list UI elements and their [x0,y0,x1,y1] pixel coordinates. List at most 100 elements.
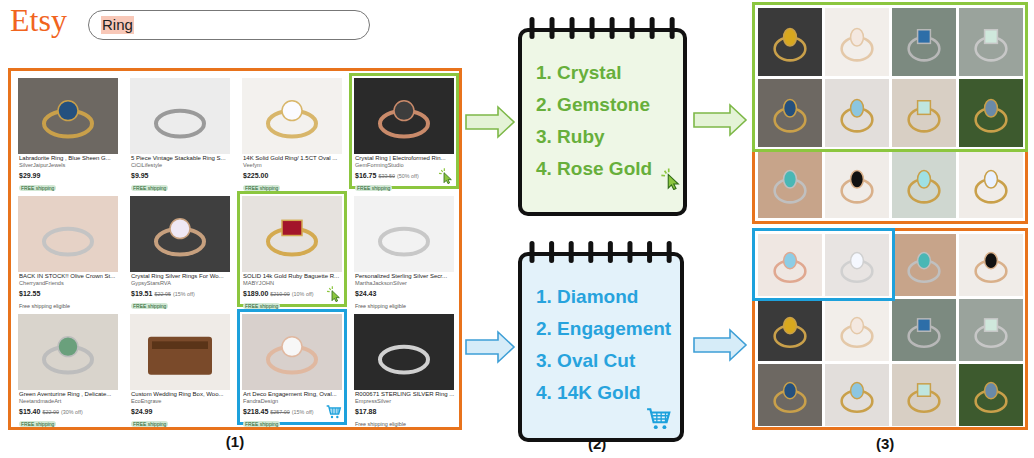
product-card: Art Deco Engagement Ring, Oval...FandraD… [237,309,347,425]
shipping-row: FREE shipping [131,181,230,192]
product-photo [18,314,118,390]
ring-photo [758,79,822,147]
product-title: 14K Solid Gold Ring/ 1.5CT Oval ... [243,155,342,162]
product-photo [130,314,230,390]
ring-photo [825,79,889,147]
shipping-note: Free shipping eligible [355,421,406,427]
product-info: Green Aventurine Ring , Delicate...Neeta… [19,391,118,427]
hollow-arrow [466,332,514,362]
ring-photo [758,299,822,361]
notebook-rings [518,17,687,43]
hollow-arrow [694,330,746,360]
ring-photo [892,364,956,426]
ring-photo [825,364,889,426]
shipping-row: FREE shipping [355,181,454,192]
price-row: $189.00$210.00(10% off) [243,287,342,299]
highlight-box [752,228,895,301]
product-photo [242,314,342,390]
product-title: Labradorite Ring , Blue Sheen G... [19,155,118,162]
price: $189.00 [243,290,268,297]
price: $17.88 [355,408,376,415]
notebook: 1. Diamond2. Engagement3. Oval Cut4. 14K… [518,252,684,442]
product-photo [130,78,230,154]
shipping-row: FREE shipping [243,417,342,428]
shipping-note: Free shipping eligible [19,303,70,309]
old-price: $33.50 [378,173,395,179]
product-photo [130,196,230,272]
product-card: Custom Wedding Ring Box, Woo...EcoEngrav… [125,309,235,425]
panel-number: (2) [588,435,606,452]
price: $9.95 [131,172,149,179]
panel-number: (3) [876,435,894,452]
notebook-rings [518,241,684,267]
price: $16.75 [355,172,376,179]
product-photo [18,196,118,272]
ring-photo [892,79,956,147]
price-row: $16.75$33.50(50% off) [355,169,454,181]
ring-photo [892,8,956,76]
product-photo [354,314,454,390]
product-card: 14K Solid Gold Ring/ 1.5CT Oval ...Veefy… [237,73,347,189]
price: $24.99 [131,408,152,415]
ring-photo [959,299,1023,361]
product-title: Personalized Sterling Silver Secr... [355,273,454,280]
price-row: $15.40$22.00(30% off) [19,405,118,417]
click-cursor [438,168,454,184]
price: $29.99 [19,172,40,179]
keyword-item: 3. Oval Cut [536,346,635,376]
product-card: Crystal Ring Silver Rings For Wo...Gypsy… [125,191,235,307]
price: $218.45 [243,408,268,415]
shipping-row: Free shipping eligible [355,417,454,429]
product-info: 5 Piece Vintage Stackable Ring S...CiCiL… [131,155,230,191]
product-info: SOLID 14k Gold Ruby Baguette R...MABYJOH… [243,273,342,309]
shipping-badge: FREE shipping [131,185,168,192]
price-row: $225.00 [243,169,342,181]
product-card: SOLID 14k Gold Ruby Baguette R...MABYJOH… [237,191,347,307]
shipping-row: Free shipping eligible [19,299,118,311]
ring-photo [758,8,822,76]
ring-photo [959,79,1023,147]
notebook: 1. Crystal2. Gemstone3. Ruby4. Rose Gold [518,28,687,216]
product-photo [354,78,454,154]
price-row: $17.88 [355,405,454,417]
product-info: R000671 STERLING SILVER Ring ...EmpressS… [355,391,454,428]
price: $12.55 [19,290,40,297]
shipping-row: FREE shipping [19,417,118,428]
product-title: Crystal Ring | Electroformed Rin... [355,155,454,162]
product-card: Personalized Sterling Silver Secr...Mart… [349,191,459,307]
keyword-item: 4. Rose Gold [536,154,652,184]
product-title: R000671 STERLING SILVER Ring ... [355,391,454,398]
shipping-row: FREE shipping [19,181,118,192]
price-row: $9.95 [131,169,230,181]
keyword-item: 3. Ruby [536,122,605,152]
old-price: $210.00 [270,291,290,297]
price-row: $24.43 [355,287,454,299]
shipping-badge: FREE shipping [243,421,280,428]
product-title: Green Aventurine Ring , Delicate... [19,391,118,398]
product-info: Personalized Sterling Silver Secr...Mart… [355,273,454,310]
ring-photo [758,150,822,218]
hollow-arrow [466,107,514,137]
keyword-item: 1. Diamond [536,282,638,312]
shop-name: MABYJOHN [243,280,342,287]
product-card: 5 Piece Vintage Stackable Ring S...CiCiL… [125,73,235,189]
cart-icon [326,404,342,420]
product-card: Green Aventurine Ring , Delicate...Neeta… [13,309,123,425]
product-card: BACK IN STOCK!! Olive Crown St...Cherrya… [13,191,123,307]
ring-photo [892,234,956,296]
ring-photo [825,299,889,361]
shop-name: GypsyStarsRVA [131,280,230,287]
result-panel [752,2,1028,224]
ring-photo [959,364,1023,426]
ring-photo [825,234,889,296]
ring-photo [959,234,1023,296]
click-cursor [326,286,342,302]
product-title: Custom Wedding Ring Box, Woo... [131,391,230,398]
product-photo [18,78,118,154]
cart-icon [646,406,672,432]
shipping-badge: FREE shipping [19,185,56,192]
shop-name: CherryandFriends [19,280,118,287]
product-info: Crystal Ring | Electroformed Rin...GemFo… [355,155,454,191]
price-row: $29.99 [19,169,118,181]
